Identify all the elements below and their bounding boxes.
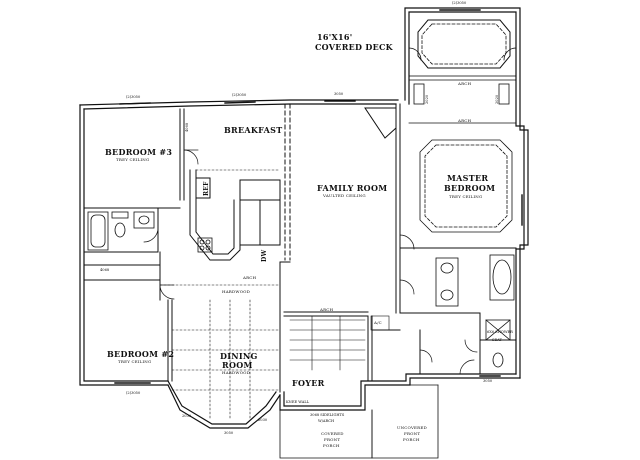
window-deck-right: 2020 bbox=[495, 94, 499, 104]
arch-deck-bottom: ARCH bbox=[458, 118, 472, 123]
dining-note: HARDWOOD bbox=[222, 370, 251, 375]
master-line2: BEDROOM bbox=[444, 183, 496, 193]
bath-fixtures bbox=[87, 211, 515, 368]
bedroom3-note: TREY CEILING bbox=[116, 157, 150, 162]
window-din-2: 3050 bbox=[224, 431, 234, 435]
deck-size-label: 16'X16' bbox=[317, 32, 353, 42]
front-porch bbox=[279, 384, 439, 459]
seat-label: SEAT bbox=[492, 338, 502, 342]
covered-porch-line1: COVERED bbox=[321, 431, 344, 436]
uncovered-porch-line1: UNCOVERED bbox=[397, 425, 427, 430]
master-trey bbox=[399, 139, 513, 250]
bedroom3-name: BEDROOM #3 bbox=[105, 147, 173, 157]
uncovered-porch-line2: FRONT bbox=[404, 431, 421, 436]
dining-ceiling-grid bbox=[159, 169, 281, 421]
window-fam-top: 3050 bbox=[334, 92, 344, 96]
window-b3-side: 4068 bbox=[185, 122, 189, 132]
window-b3-top: (2)3050 bbox=[126, 95, 141, 99]
hardwood-label: HARDWOOD bbox=[222, 289, 251, 294]
dishwasher-label: DW bbox=[261, 249, 268, 262]
fridge-label: REF bbox=[203, 181, 210, 196]
arch-hall: ARCH bbox=[320, 307, 334, 312]
window-master-bottom: 3050 bbox=[483, 379, 493, 383]
arch-deck-top: ARCH bbox=[458, 81, 472, 86]
breakfast-name: BREAKFAST bbox=[224, 125, 283, 135]
deck-name-label: COVERED DECK bbox=[315, 42, 393, 52]
bedroom2-note: TREY CEILING bbox=[118, 359, 152, 364]
family-room-note: VAULTED CEILING bbox=[323, 193, 366, 198]
uncovered-porch-line3: PORCH bbox=[403, 437, 420, 442]
w-arch-label: W/ARCH bbox=[318, 419, 335, 423]
window-deck-left: 2020 bbox=[425, 94, 429, 104]
knee-wall-label: KNEE WALL bbox=[286, 400, 310, 404]
covered-deck bbox=[408, 11, 517, 124]
window-top-deck: (2)3050 bbox=[452, 1, 467, 5]
door-4068: 4068 bbox=[100, 268, 110, 272]
arch-kitchen: ARCH bbox=[243, 275, 257, 280]
master-line1: MASTER bbox=[447, 173, 489, 183]
master-note: TREY CEILING bbox=[449, 194, 483, 199]
covered-porch-line3: PORCH bbox=[323, 443, 340, 448]
family-room-name: FAMILY ROOM bbox=[317, 183, 388, 193]
ac-label: A/C bbox=[374, 320, 382, 325]
window-b2-bottom: (2)3050 bbox=[126, 391, 141, 395]
covered-porch-line2: FRONT bbox=[324, 437, 341, 442]
exterior-walls bbox=[79, 7, 529, 429]
bedroom2-name: BEDROOM #2 bbox=[107, 349, 175, 359]
interior-walls bbox=[83, 103, 517, 393]
door-swings bbox=[143, 149, 478, 375]
window-ticks bbox=[114, 9, 523, 384]
window-din-3: 2030 bbox=[258, 418, 268, 422]
sidelights-label: 3068 SIDELIGHTS bbox=[310, 413, 345, 417]
shower-label: 6X6 SHOWER bbox=[487, 330, 513, 334]
foyer-name: FOYER bbox=[292, 378, 325, 388]
foyer-steps bbox=[289, 315, 390, 371]
dining-line2: ROOM bbox=[222, 360, 253, 370]
window-din-1: 2030 bbox=[182, 414, 192, 418]
window-bk-top: (2)3050 bbox=[232, 93, 247, 97]
dining-line1: DINING bbox=[220, 351, 258, 361]
